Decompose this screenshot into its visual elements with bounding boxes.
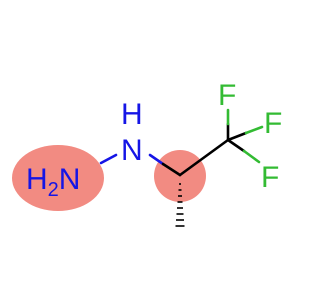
fluorine-top-label: F — [218, 79, 236, 112]
bond-nn — [99, 153, 118, 165]
fluorine-right-label: F — [264, 107, 282, 140]
hashed-wedge-bond — [175, 183, 185, 227]
bond-n-c-black — [161, 162, 182, 177]
bond-c-c — [178, 138, 230, 177]
bond-c-fbottom-green — [242, 149, 261, 164]
fluorine-bottom-label: F — [261, 161, 279, 194]
h2n-highlight — [12, 145, 104, 211]
bond-n-c-blue — [148, 153, 165, 166]
nh-hydrogen-label: H — [121, 98, 143, 131]
bond-c-fright-green — [244, 125, 264, 135]
h2n-group-label: H2N — [26, 163, 80, 201]
bond-c-fright-black — [226, 131, 248, 142]
molecule-structure: H2N H N F F F — [12, 79, 282, 227]
nh-nitrogen-label: N — [121, 134, 143, 167]
bond-c-fbottom-black — [226, 138, 246, 153]
molecule-canvas: H2N H N F F F — [12, 79, 282, 227]
